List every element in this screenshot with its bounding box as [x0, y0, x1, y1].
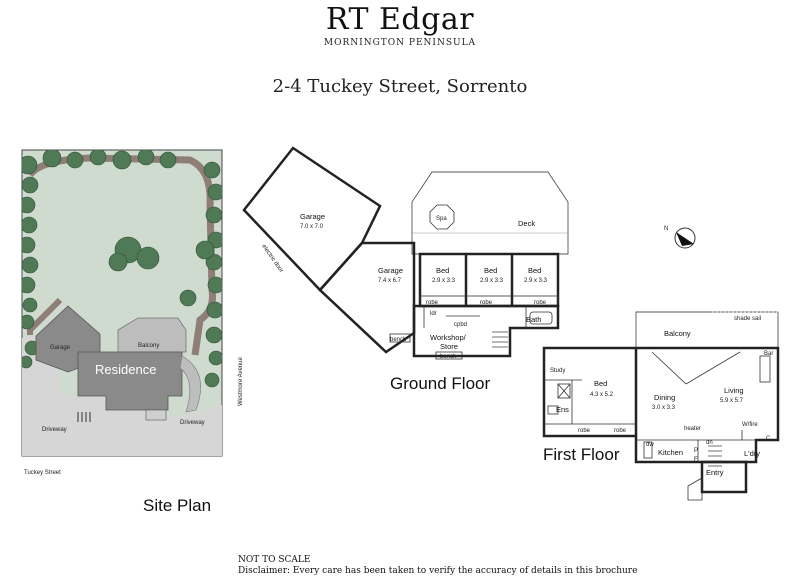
- driveway-area: [22, 330, 222, 456]
- ff-bed-dims: 4.3 x 5.2: [590, 392, 614, 398]
- ff-ldry: L'dry: [744, 449, 760, 458]
- gf-service-block: [412, 304, 560, 358]
- ff-shell: [542, 346, 780, 464]
- site-balcony-label: Balcony: [138, 343, 159, 349]
- gf-garage1-dims: 7.0 x 7.0: [300, 224, 324, 230]
- ff-c: C: [766, 436, 771, 442]
- footer-notes: NOT TO SCALE Disclaimer: Every care has …: [238, 555, 637, 577]
- property-address: 2-4 Tuckey Street, Sorrento: [272, 76, 528, 97]
- site-driveway-left-label: Driveway: [42, 427, 67, 433]
- ff-entry-block: [700, 460, 748, 494]
- brand-logo: RT Edgar: [325, 2, 475, 37]
- gf-bed3-name: Bed: [528, 266, 541, 275]
- ff-shade-sail: shade sail: [734, 316, 761, 322]
- ff-dining-dims: 3.0 x 3.3: [652, 405, 676, 411]
- gf-bench1: bench: [390, 337, 406, 343]
- ff-living-dims: 5.9 x 5.7: [720, 398, 744, 404]
- compass: N: [664, 226, 696, 249]
- gf-robe2: robe: [480, 300, 493, 306]
- first-floor-label: First Floor: [543, 445, 620, 464]
- ff-bar: Bar: [764, 351, 773, 357]
- ff-p: P: [694, 448, 698, 454]
- gf-garage2-name: Garage: [378, 266, 403, 275]
- ff-bed-name: Bed: [594, 379, 607, 388]
- gf-robe1: robe: [426, 300, 439, 306]
- brand-subtitle: MORNINGTON PENINSULA: [323, 38, 477, 48]
- ff-study: Study: [550, 368, 565, 374]
- westmore-avenue-label: Westmore Avenue: [238, 357, 244, 406]
- ff-ens: Ens: [556, 405, 569, 414]
- gf-bench2: bench: [440, 354, 456, 360]
- not-to-scale: NOT TO SCALE: [238, 555, 311, 565]
- trees: [22, 150, 222, 388]
- gf-workshop: Workshop/: [430, 333, 467, 342]
- site-plan-label: Site Plan: [143, 496, 212, 515]
- gf-garage-1: [242, 146, 382, 292]
- ff-wfire: W/fire: [742, 422, 758, 428]
- gf-garage1-name: Garage: [300, 212, 325, 221]
- gf-spa: [429, 204, 455, 230]
- gf-spa-label: Spa: [436, 216, 447, 222]
- gf-cpbd: cpbd: [454, 322, 467, 328]
- gf-robe3: robe: [534, 300, 547, 306]
- site-driveway-right-label: Driveway: [180, 420, 205, 426]
- ground-floor-label: Ground Floor: [390, 374, 491, 393]
- ff-heater: heater: [684, 426, 701, 432]
- gf-bed1-dims: 2.9 x 3.3: [432, 278, 456, 284]
- ff-dw: dw: [646, 442, 654, 448]
- gf-bed2-name: Bed: [484, 266, 497, 275]
- ff-entry: Entry: [706, 468, 724, 477]
- disclaimer: Disclaimer: Every care has been taken to…: [238, 566, 638, 576]
- gf-bed1-name: Bed: [436, 266, 449, 275]
- ff-balcony-label: Balcony: [664, 329, 691, 338]
- ff-dn: dn: [706, 440, 713, 446]
- site-garage-label: Garage: [50, 345, 71, 351]
- ff-robe2: robe: [614, 428, 627, 434]
- gf-deck-label: Deck: [518, 219, 535, 228]
- site-plan: Garage Balcony Residence Driveway Drivew…: [21, 149, 244, 476]
- site-residence-label: Residence: [95, 362, 156, 377]
- tuckey-street-label: Tuckey Street: [24, 470, 61, 476]
- gf-garage2-dims: 7.4 x 6.7: [378, 278, 402, 284]
- gf-garage-2: [318, 241, 416, 354]
- ff-living-name: Living: [724, 386, 744, 395]
- gf-bath: Bath: [526, 315, 541, 324]
- ff-kitchen: Kitchen: [658, 448, 683, 457]
- gf-bed3-dims: 2.9 x 3.3: [524, 278, 548, 284]
- gf-bed2-dims: 2.9 x 3.3: [480, 278, 504, 284]
- ff-f: F: [694, 457, 698, 463]
- gf-deck: [411, 171, 569, 255]
- gf-store: Store: [440, 342, 458, 351]
- ground-floor-plan: Garage 7.0 x 7.0 electric door Garage 7.…: [242, 146, 569, 360]
- first-floor-plan: Balcony shade sail Bar Study Bed 4.3 x 5…: [542, 311, 780, 501]
- ff-robe1: robe: [578, 428, 591, 434]
- compass-north-label: N: [664, 226, 668, 232]
- ff-dining-name: Dining: [654, 393, 675, 402]
- gf-ldr: ldr: [430, 311, 437, 317]
